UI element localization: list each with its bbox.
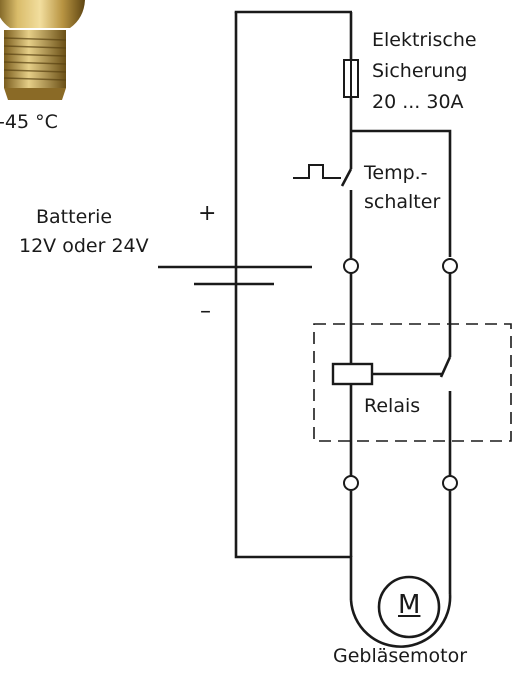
sensor-temp-label: -45 °C bbox=[0, 111, 58, 133]
motor-circle bbox=[377, 575, 441, 639]
temp-switch-label-line1: Temp.- bbox=[364, 162, 428, 184]
relay-label: Relais bbox=[364, 395, 421, 417]
fuse-label-line1: Elektrische bbox=[372, 29, 477, 51]
terminal-3 bbox=[343, 475, 359, 491]
battery-label-line2: 12V oder 24V bbox=[19, 235, 149, 257]
sensor-image bbox=[0, 0, 85, 100]
fuse-label-line3: 20 ... 30A bbox=[372, 91, 464, 113]
battery-plus-sign: + bbox=[198, 201, 217, 226]
terminals bbox=[343, 258, 458, 491]
relay-coil bbox=[331, 362, 374, 386]
battery-minus-sign: – bbox=[200, 299, 211, 324]
terminal-2 bbox=[442, 258, 458, 274]
terminal-4 bbox=[442, 475, 458, 491]
terminal-1 bbox=[343, 258, 359, 274]
battery-label-line1: Batterie bbox=[36, 206, 113, 228]
fuse-label-line2: Sicherung bbox=[372, 60, 468, 82]
motor-symbol: M bbox=[398, 590, 421, 620]
motor-label: Gebläsemotor bbox=[333, 645, 468, 667]
temp-switch-label-line2: schalter bbox=[364, 191, 441, 213]
relay-box bbox=[313, 323, 512, 442]
thermal-step-icon bbox=[293, 164, 341, 179]
